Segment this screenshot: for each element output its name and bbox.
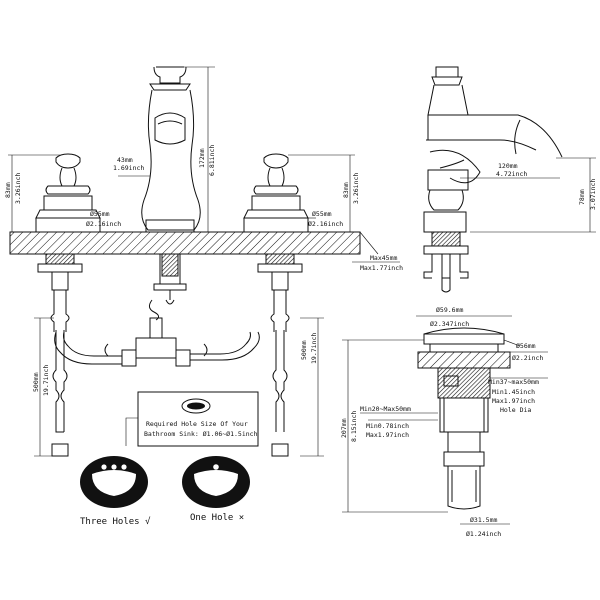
left-hose-mm: 500mm	[32, 372, 40, 392]
drain-bottom-dia-in: Ø1.24inch	[466, 530, 501, 538]
drain-bottom-dia-dim: Ø31.5mm Ø1.24inch	[460, 516, 510, 538]
drain-hole-min: Min1.45inch	[492, 388, 535, 396]
spout-height-mm: 172mm	[198, 148, 206, 168]
spout-width-in: 1.69inch	[113, 164, 144, 172]
spout-width-dim: 43mm 1.69inch	[113, 156, 150, 177]
left-hose-in: 19.7inch	[42, 365, 50, 396]
drain-flange-mm: Ø56mm	[516, 342, 536, 350]
hole-note-line1: Required Hole Size Of Your	[146, 420, 248, 428]
countertop-section	[9, 231, 361, 255]
drain-thread-dim: Min20~Max50mm Min0.78inch Max1.97inch	[360, 405, 438, 439]
drain-hole-range: Min37~max50mm	[488, 378, 539, 386]
drain-hole-max: Max1.97inch	[492, 397, 535, 405]
drain-length-in: 8.15inch	[350, 411, 358, 442]
right-hose-mm: 500mm	[300, 340, 308, 360]
side-reach-mm: 120mm	[498, 162, 518, 170]
drain-flange-in: Ø2.2inch	[512, 354, 543, 362]
right-handle-height-dim: 83mm 3.26inch	[288, 154, 360, 232]
left-base-dim: Ø55mm Ø2.16inch	[84, 210, 121, 228]
side-height-dim: 78mm 3.07inch	[470, 157, 597, 233]
drain-thread-min: Min0.78inch	[366, 422, 409, 430]
drain-top-dia-dim: Ø59.6mm Ø2.347inch	[416, 306, 512, 328]
right-base-dia-in: Ø2.16inch	[308, 220, 343, 228]
left-handle-height-in: 3.26inch	[14, 173, 22, 204]
side-reach-dim: 120mm 4.72inch	[460, 162, 560, 179]
drain-top-dia-mm: Ø59.6mm	[436, 306, 463, 314]
left-handle-height-dim: 83mm 3.26inch	[4, 154, 60, 232]
right-base-dia-mm: Ø55mm	[312, 210, 332, 218]
drain-length-mm: 207mm	[340, 418, 348, 438]
left-base-dia-in: Ø2.16inch	[86, 220, 121, 228]
right-hose-dim: 500mm 19.7inch	[300, 317, 324, 457]
drain-length-dim: 207mm 8.15inch	[340, 339, 448, 513]
side-reach-in: 4.72inch	[496, 170, 527, 178]
three-holes-label: Three Holes √	[80, 516, 151, 527]
left-base-dia-mm: Ø55mm	[90, 210, 110, 218]
right-handle	[243, 153, 309, 332]
center-spout	[141, 66, 201, 305]
side-height-mm: 78mm	[578, 189, 586, 205]
spout-height-in: 6.81inch	[208, 145, 216, 176]
side-height-in: 3.07inch	[589, 179, 597, 210]
deck-max-in: Max1.77inch	[360, 264, 403, 272]
right-handle-height-in: 3.26inch	[352, 173, 360, 204]
one-hole-sink-icon	[182, 456, 250, 508]
pop-up-drain	[417, 327, 511, 510]
deck-thickness-dim: Max45mm Max1.77inch	[352, 231, 403, 272]
side-view-faucet	[423, 66, 563, 293]
right-handle-height-mm: 83mm	[342, 182, 350, 198]
spout-height-dim: 172mm 6.81inch	[184, 66, 216, 233]
drain-thread-range: Min20~Max50mm	[360, 405, 411, 413]
three-hole-sink-icon	[80, 456, 148, 508]
drain-bottom-dia-mm: Ø31.5mm	[470, 516, 497, 524]
supply-hoses	[51, 299, 289, 457]
left-handle-height-mm: 83mm	[4, 182, 12, 198]
deck-max-mm: Max45mm	[370, 254, 397, 262]
left-hose-dim: 500mm 19.7inch	[32, 317, 54, 457]
one-hole-label: One Hole ×	[190, 513, 244, 523]
drain-thread-max: Max1.97inch	[366, 431, 409, 439]
hole-size-note: Required Hole Size Of Your Bathroom Sink…	[125, 391, 259, 447]
hole-note-line2: Bathroom Sink: Ø1.06~Ø1.5inch	[144, 430, 258, 438]
drain-hole-dia-label: Hole Dia	[500, 406, 531, 414]
drain-hole-dia-dim: Min37~max50mm Min1.45inch Max1.97inch Ho…	[488, 377, 548, 414]
spout-width-mm: 43mm	[117, 156, 133, 164]
right-base-dim: Ø55mm Ø2.16inch	[304, 210, 343, 228]
drain-top-dia-in: Ø2.347inch	[430, 320, 469, 328]
right-hose-in: 19.7inch	[310, 333, 318, 364]
drain-flange-dim: Ø56mm Ø2.2inch	[503, 339, 548, 362]
